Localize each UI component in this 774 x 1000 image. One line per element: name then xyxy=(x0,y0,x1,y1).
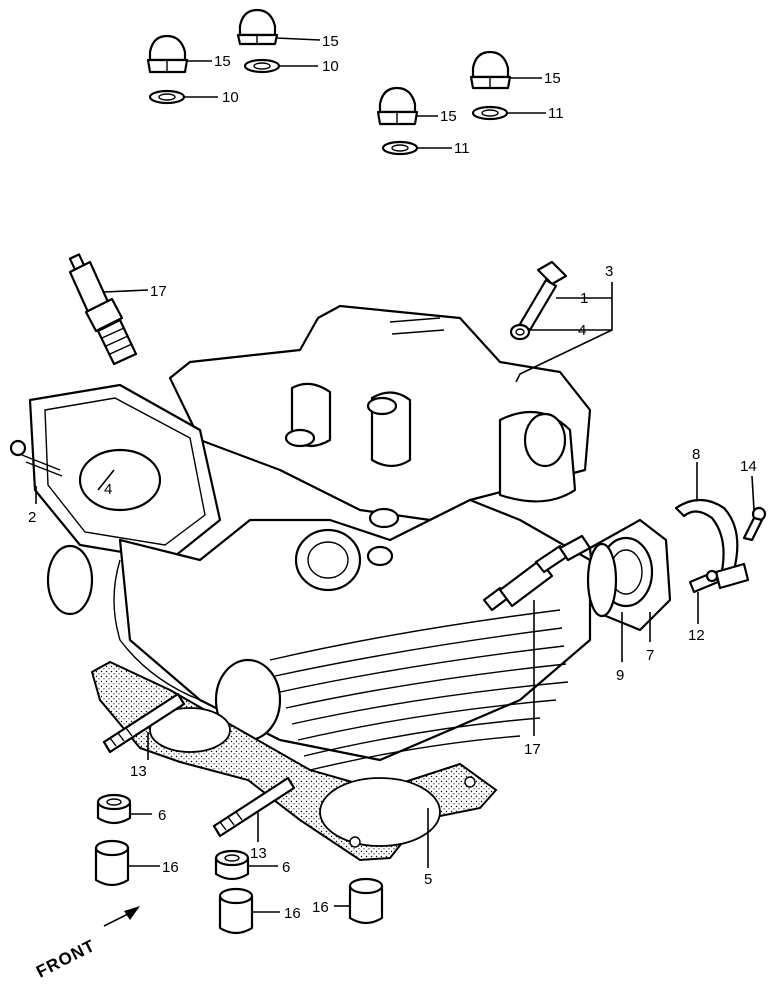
callout-11-right: 11 xyxy=(548,105,564,122)
callout-9: 9 xyxy=(616,667,624,684)
callout-15-left: 15 xyxy=(214,53,231,70)
callout-15-center: 15 xyxy=(440,108,457,125)
callout-3: 3 xyxy=(605,263,613,280)
cylinder-head xyxy=(9,304,592,771)
callout-15-right: 15 xyxy=(544,70,561,87)
bolt-1 xyxy=(518,260,568,332)
callout-2: 2 xyxy=(28,509,36,526)
collar-6-center xyxy=(214,849,250,881)
callout-4-upper: 4 xyxy=(578,322,586,339)
callout-16-left: 16 xyxy=(162,859,179,876)
callout-16-center: 16 xyxy=(284,905,301,922)
washer-10-upper xyxy=(243,58,281,74)
callout-17-right: 17 xyxy=(524,741,541,758)
o-ring-4-upper xyxy=(509,323,531,341)
callout-17-left: 17 xyxy=(150,283,167,300)
callout-7: 7 xyxy=(646,647,654,664)
dowel-pin-16-center xyxy=(218,887,254,935)
cap-nut-15-top xyxy=(236,8,279,46)
dowel-pin-16-right xyxy=(348,877,384,925)
washer-11-center xyxy=(381,140,419,156)
cap-nut-15-right xyxy=(469,50,512,90)
callout-5: 5 xyxy=(424,871,432,888)
callout-13-center: 13 xyxy=(250,845,267,862)
callout-1: 1 xyxy=(580,290,588,307)
cap-nut-15-center xyxy=(376,86,419,126)
cylinder-head-gasket-5 xyxy=(90,660,498,862)
callout-8: 8 xyxy=(692,446,700,463)
screw-14 xyxy=(742,506,767,542)
screw-12 xyxy=(688,569,720,594)
front-direction-arrow xyxy=(103,906,140,927)
callout-16-right: 16 xyxy=(312,899,329,916)
leader-lines xyxy=(35,37,755,913)
callout-14: 14 xyxy=(740,458,757,475)
stud-13-left xyxy=(102,692,186,754)
dowel-pin-16-left xyxy=(94,839,130,887)
callout-13-left: 13 xyxy=(130,763,147,780)
cap-nut-15-left xyxy=(146,34,189,74)
callout-15-top: 15 xyxy=(322,33,339,50)
callout-11-center: 11 xyxy=(454,140,470,157)
callout-10-upper: 10 xyxy=(322,58,339,75)
washer-10-lower xyxy=(148,89,186,105)
spark-plug-17-left xyxy=(68,253,138,366)
collar-6-left xyxy=(96,793,132,825)
o-ring-9 xyxy=(586,542,618,618)
callout-6-center: 6 xyxy=(282,859,290,876)
band-8 xyxy=(674,498,750,590)
callout-6-left: 6 xyxy=(158,807,166,824)
front-label: FRONT xyxy=(33,936,98,982)
stud-13-center xyxy=(212,776,296,838)
callout-4-lower: 4 xyxy=(104,481,112,498)
callout-12: 12 xyxy=(688,627,705,644)
callout-10-lower: 10 xyxy=(222,89,239,106)
washer-11-right xyxy=(471,105,509,121)
